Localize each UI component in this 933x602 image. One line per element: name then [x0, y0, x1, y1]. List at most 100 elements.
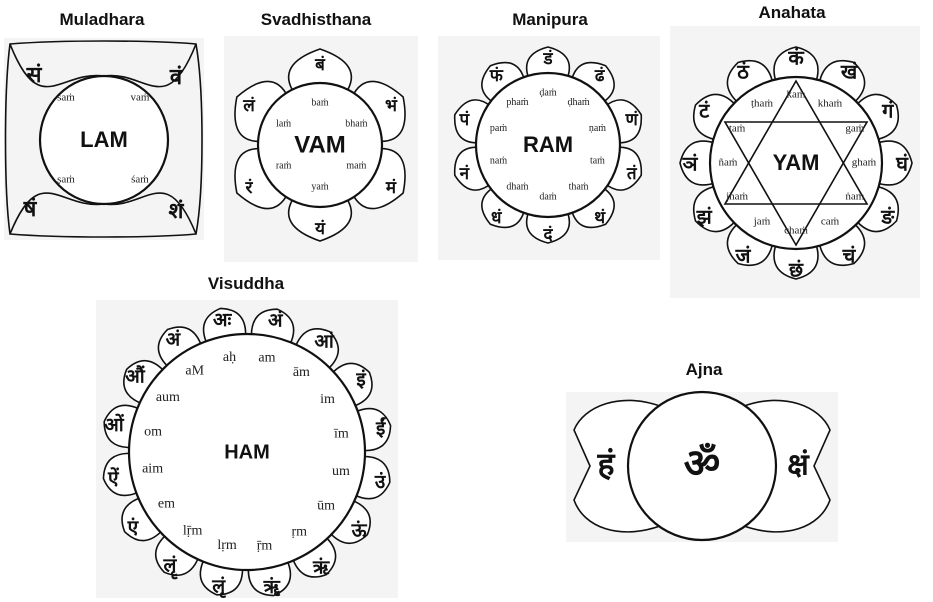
visuddha-petal-transliteration: īm: [333, 427, 349, 442]
visuddha-petal-syllable: उं: [374, 471, 387, 493]
svadhisthana-petal-transliteration: yaṁ: [311, 181, 328, 192]
anahata-petal-syllable: झं: [696, 205, 713, 229]
visuddha-petal: [157, 326, 203, 370]
muladhara-mantra: LAM: [80, 127, 128, 152]
svadhisthana-petal-syllable: रं: [245, 178, 254, 198]
manipura-petal-transliteration: ḍaṁ: [539, 87, 556, 98]
manipura-petal-syllable: फं: [489, 66, 504, 86]
ajna-mantra: ॐ: [684, 441, 720, 487]
title-muladhara: Muladhara: [59, 10, 145, 29]
anahata-petal-syllable: ङं: [880, 205, 895, 229]
manipura-petal-transliteration: ṇaṁ: [589, 123, 606, 134]
anahata-petal-syllable: ञं: [682, 152, 699, 176]
visuddha-petal-transliteration: lṝm: [183, 523, 203, 538]
anahata-petal-transliteration: khaṁ: [818, 98, 843, 110]
manipura-lotus: डंḍaṁढंḍhaṁणंṇaṁतंtaṁथंthaṁदंdaṁधंdhaṁनं…: [453, 46, 643, 245]
anahata-petal: [692, 93, 738, 141]
manipura-petal: [481, 185, 526, 229]
manipura-petal-transliteration: ḍhaṁ: [567, 97, 589, 108]
visuddha-petal: [121, 496, 165, 542]
visuddha-mantra: HAM: [224, 441, 270, 463]
anahata-petal-transliteration: ṭaṁ: [729, 123, 746, 135]
visuddha-petal-syllable: ईं: [375, 417, 386, 440]
ajna-circle: [626, 390, 778, 542]
muladhara-petal-transliteration: śaṁ: [131, 174, 149, 186]
anahata-petal-syllable: गं: [881, 99, 894, 123]
svadhisthana-petal-syllable: लं: [242, 96, 256, 116]
ajna-petal-syllable: हं: [597, 445, 616, 483]
anahata-petal-transliteration: gaṁ: [845, 123, 864, 135]
visuddha-petal: [291, 534, 337, 578]
manipura-petal-syllable: तं: [626, 164, 638, 184]
manipura-petal-transliteration: dhaṁ: [506, 181, 528, 192]
manipura-petal-syllable: पं: [458, 110, 470, 130]
anahata-petal-transliteration: ṅaṁ: [845, 191, 864, 203]
anahata-petal-syllable: ठं: [736, 60, 750, 84]
muladhara-petal-transliteration: ṣaṁ: [57, 174, 75, 186]
anahata-petal-syllable: चं: [842, 243, 857, 267]
svadhisthana-petal-syllable: बं: [314, 55, 326, 75]
muladhara-petal-syllable: शं: [169, 199, 185, 224]
visuddha-petal: [123, 359, 167, 406]
svadhisthana-petal: [234, 80, 289, 143]
manipura-petal: [481, 61, 526, 105]
muladhara-petal-syllable: सं: [26, 63, 43, 88]
title-visuddha: Visuddha: [207, 274, 285, 293]
svadhisthana-petal: [234, 147, 289, 210]
visuddha-petal-transliteration: aḥ: [223, 350, 236, 365]
svadhisthana-petal-transliteration: bhaṁ: [345, 118, 367, 129]
visuddha-petal: [293, 328, 340, 372]
anahata-petal-syllable: खं: [840, 60, 859, 84]
anahata-petal-transliteration: ṭhaṁ: [751, 98, 773, 110]
anahata-petal: [726, 59, 774, 105]
manipura-petal-syllable: णं: [625, 110, 639, 130]
svadhisthana-petal: [351, 80, 406, 143]
manipura-petal-syllable: धं: [491, 208, 503, 228]
anahata-petal-syllable: छं: [788, 258, 804, 282]
visuddha-petal-syllable: अं: [268, 309, 284, 331]
anahata-circle: [708, 75, 884, 251]
visuddha-petal-transliteration: ṝm: [257, 539, 273, 554]
anahata-petal: [726, 221, 774, 267]
visuddha-petal-syllable: ओं: [104, 413, 125, 436]
muladhara-petal-syllable: षं: [23, 197, 38, 222]
visuddha-petal-transliteration: em: [158, 497, 175, 512]
visuddha-petal: [329, 362, 373, 408]
visuddha-petal-transliteration: aM: [185, 364, 204, 379]
svadhisthana-petal-syllable: यं: [314, 219, 326, 239]
manipura-circle: [474, 71, 622, 219]
visuddha-petal: [327, 498, 371, 545]
manipura-petal: [570, 61, 615, 105]
manipura-petal-syllable: दं: [542, 225, 553, 245]
visuddha-petal: [154, 532, 201, 576]
svadhisthana-petal: [287, 48, 353, 94]
manipura-petal: [570, 185, 615, 229]
visuddha-petal-syllable: लृं: [211, 576, 226, 599]
anahata-petal-transliteration: kaṁ: [787, 89, 806, 101]
manipura-petal-syllable: ढं: [594, 66, 606, 86]
svadhisthana-petal-syllable: भं: [385, 96, 398, 116]
manipura-petal: [525, 209, 571, 244]
manipura-petal: [525, 46, 571, 81]
visuddha-petal-syllable: लॄं: [163, 555, 179, 580]
muladhara-circle: [38, 74, 170, 206]
visuddha-petal-transliteration: om: [144, 424, 162, 439]
manipura-petal-transliteration: phaṁ: [506, 97, 528, 108]
visuddha-petal-transliteration: um: [332, 464, 350, 479]
manipura-petal-transliteration: thaṁ: [569, 181, 589, 192]
svadhisthana-petal-syllable: मं: [385, 178, 397, 198]
anahata-petal-syllable: घं: [895, 152, 909, 176]
visuddha-petal-syllable: इं: [355, 368, 366, 390]
muladhara-petal-transliteration: vaṁ: [131, 92, 150, 104]
visuddha-petal-transliteration: ām: [293, 365, 310, 380]
visuddha-petal-syllable: ॠं: [263, 576, 281, 598]
anahata-petal-syllable: टं: [698, 99, 710, 123]
visuddha-petal-transliteration: lṛm: [217, 538, 237, 553]
manipura-petal-syllable: नं: [459, 164, 470, 184]
manipura-petal-transliteration: paṁ: [490, 123, 507, 134]
visuddha-petal-syllable: औं: [125, 364, 146, 387]
